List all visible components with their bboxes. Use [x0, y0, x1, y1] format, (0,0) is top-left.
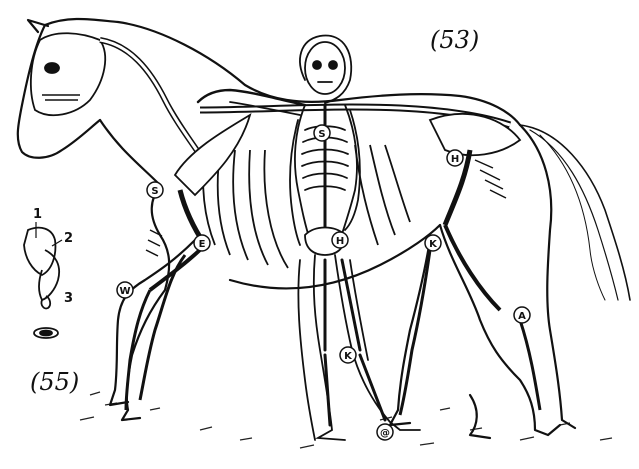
joint-letter-elbow: E: [199, 239, 206, 250]
human-skull: [305, 42, 345, 94]
joint-letter-knee: K: [429, 239, 438, 250]
horse-eye-socket: [45, 63, 59, 73]
joint-letter-shoulder: S: [151, 186, 158, 197]
joint-letter-wrist: W: [119, 286, 130, 297]
inset-number-3: 3: [64, 291, 73, 306]
joint-letter-human-shoulder: S: [318, 129, 325, 140]
figure-label-inset: (55): [30, 368, 79, 396]
joint-letter-human-ankle: @: [380, 428, 390, 439]
joint-letter-hip: H: [451, 154, 459, 165]
joint-letter-human-hip: H: [336, 236, 344, 247]
figure-label-main: (53): [430, 26, 479, 54]
joint-letter-human-knee: K: [344, 351, 353, 362]
joint-letter-ankle: A: [518, 311, 526, 322]
inset-number-1: 1: [33, 207, 42, 222]
human-eye-socket: [313, 61, 321, 69]
inset-number-2: 2: [64, 231, 73, 246]
